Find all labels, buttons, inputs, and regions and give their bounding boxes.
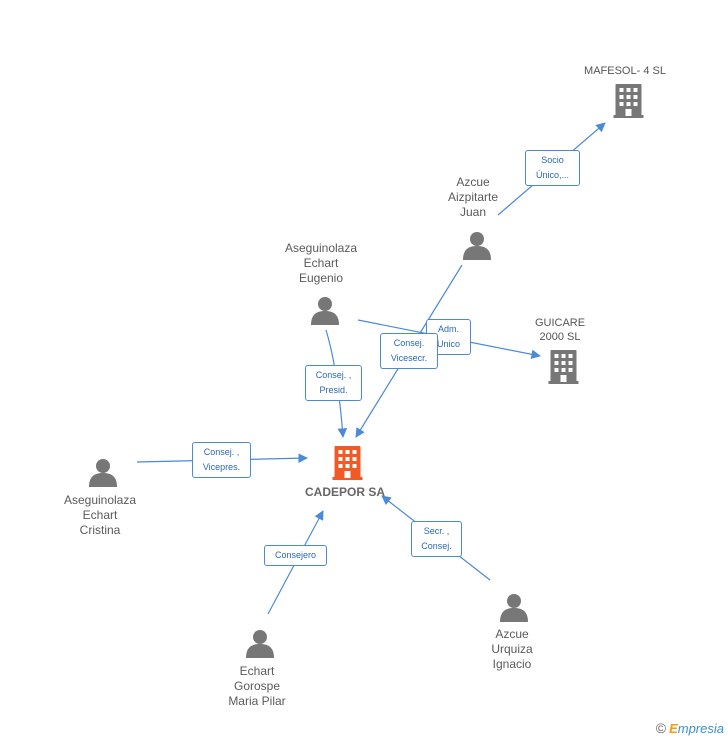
- relation-line: Unico: [436, 339, 460, 349]
- label-line: Eugenio: [298, 271, 344, 285]
- copyright-symbol: ©: [655, 720, 667, 736]
- person-label-azcue-urquiza-ignacio[interactable]: Azcue Urquiza Ignacio: [462, 627, 562, 672]
- empresia-brand[interactable]: ©Empresia: [656, 720, 724, 736]
- relation-badge-consej-presid[interactable]: Consej. , Presid.: [305, 365, 362, 401]
- label-line: Azcue: [495, 627, 529, 641]
- person-icon[interactable]: [311, 297, 339, 325]
- relation-line: Consej.: [421, 541, 452, 551]
- label-line: Gorospe: [233, 679, 281, 693]
- label-line: Juan: [459, 205, 487, 219]
- person-label-azcue-aizpitarte-juan[interactable]: Azcue Aizpitarte Juan: [423, 175, 523, 220]
- center-company-name: CADEPOR SA: [304, 485, 385, 499]
- relation-badge-secr-consej[interactable]: Secr. , Consej.: [411, 521, 462, 557]
- relation-line: Consej.: [393, 338, 425, 348]
- building-icon[interactable]: [548, 350, 579, 384]
- label-line: Cristina: [79, 523, 121, 537]
- label-line: GUICARE: [534, 317, 586, 329]
- person-label-aseguinolaza-echart-eugenio[interactable]: Aseguinolaza Echart Eugenio: [266, 241, 376, 286]
- relation-line: Consej. ,: [203, 447, 240, 457]
- person-icon[interactable]: [463, 232, 491, 260]
- relation-line: Vicepres.: [202, 462, 241, 472]
- label-line: Echart: [303, 256, 339, 270]
- relation-line: Vicesecr.: [390, 353, 428, 363]
- label-line: Azcue: [456, 175, 490, 189]
- person-icon[interactable]: [500, 594, 528, 622]
- relation-badge-consej-vicepres[interactable]: Consej. , Vicepres.: [192, 442, 251, 478]
- relation-line: Único,...: [535, 170, 569, 180]
- relation-line: Adm.: [437, 324, 459, 334]
- relation-badge-consejero[interactable]: Consejero: [264, 545, 327, 566]
- relation-line: Secr. ,: [423, 526, 450, 536]
- label-line: Urquiza: [491, 642, 533, 656]
- relation-line: Consejero: [274, 550, 317, 560]
- label-line: Echart: [239, 664, 275, 678]
- relation-line: Socio: [541, 155, 564, 165]
- person-label-aseguinolaza-echart-cristina[interactable]: Aseguinolaza Echart Cristina: [45, 493, 155, 538]
- label-line: Aseguinolaza: [284, 241, 358, 255]
- label-line: Ignacio: [492, 657, 532, 671]
- relation-line: Consej. ,: [315, 370, 352, 380]
- label-line: Maria Pilar: [228, 694, 286, 708]
- person-icon[interactable]: [246, 630, 274, 658]
- brand-name: mpresia: [677, 721, 724, 736]
- label-line: Echart: [82, 508, 118, 522]
- relation-line: Presid.: [319, 385, 348, 395]
- label-line: MAFESOL- 4 SL: [584, 65, 666, 77]
- building-icon[interactable]: [332, 446, 363, 480]
- brand-e-letter: E: [669, 721, 678, 736]
- relation-badge-consej-vicesecr[interactable]: Consej. Vicesecr.: [380, 333, 438, 369]
- relation-badge-socio-unico[interactable]: Socio Único,...: [525, 150, 580, 186]
- person-icon[interactable]: [89, 459, 117, 487]
- company-label-guicare[interactable]: GUICARE 2000 SL: [520, 316, 600, 344]
- company-label-mafesol[interactable]: MAFESOL- 4 SL: [570, 64, 680, 78]
- label-line: Aseguinolaza: [63, 493, 137, 507]
- building-icon[interactable]: [613, 84, 644, 118]
- person-label-echart-gorospe-maria-pilar[interactable]: Echart Gorospe Maria Pilar: [207, 664, 307, 709]
- label-line: Aizpitarte: [447, 190, 499, 204]
- label-line: 2000 SL: [539, 331, 581, 343]
- center-company-label[interactable]: CADEPOR SA: [290, 485, 400, 500]
